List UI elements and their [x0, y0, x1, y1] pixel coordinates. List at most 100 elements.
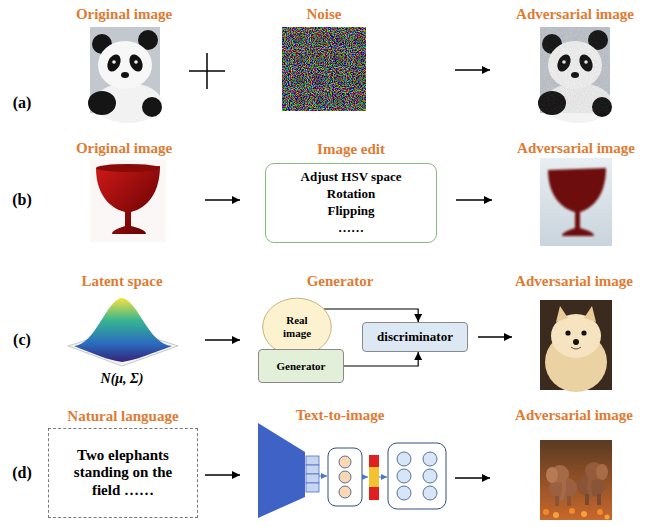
dog-photo	[565, 330, 570, 335]
adversarial-panda	[540, 27, 610, 113]
discriminator-box: discriminator	[362, 322, 468, 352]
dog-photo	[584, 306, 596, 322]
text-encoder-network	[362, 477, 368, 478]
plus-sign	[189, 53, 225, 89]
node-body: Adjust HSV spaceRotationFlipping……	[266, 164, 436, 242]
goblet-photo	[90, 160, 166, 242]
text-encoder-network	[306, 465, 319, 474]
elephants-image	[540, 440, 612, 520]
text-encoder-network	[306, 483, 319, 492]
panel-letter: (d)	[12, 464, 32, 482]
dog-photo	[573, 339, 579, 345]
adversarial-panda	[538, 27, 612, 123]
input-ellipse: Real image	[262, 297, 332, 357]
node-text: Real image	[273, 314, 321, 339]
node-text: Two elephants standing on the field ……	[62, 447, 184, 499]
node-text: discriminator	[377, 330, 453, 345]
text-encoder-network	[397, 486, 411, 500]
column-heading: Adversarial image	[515, 407, 633, 424]
text-encoder-network	[369, 477, 379, 487]
text-encoder-network	[369, 455, 379, 467]
dog-photo	[581, 330, 586, 335]
column-heading: Adversarial image	[516, 6, 634, 23]
elephants-image	[597, 494, 601, 505]
text-encoder-network	[379, 477, 387, 478]
text-encoder-network	[328, 448, 362, 506]
elephants-image	[546, 467, 558, 483]
connector-arrow	[344, 352, 418, 366]
text-encoder-network	[423, 469, 437, 483]
prompt-box: Two elephants standing on the field ……Na…	[48, 428, 198, 518]
node-body: discriminator	[363, 323, 467, 351]
goblet-photo	[90, 160, 166, 242]
distribution-label: N(μ, Σ)	[101, 371, 144, 387]
text-encoder-network	[306, 456, 319, 465]
column-heading: Adversarial image	[517, 140, 635, 157]
gaussian-surface	[68, 298, 178, 366]
node-text: ……	[338, 220, 364, 237]
elephants-image	[561, 478, 564, 500]
flow-arrow	[205, 199, 240, 200]
column-heading: Original image	[76, 140, 172, 157]
generator-box: Generator	[258, 349, 344, 383]
flow-arrow	[478, 336, 512, 337]
elephants-image	[581, 511, 587, 517]
node-text: Adjust HSV space	[301, 169, 402, 186]
node-text: Generator	[277, 360, 326, 373]
text-encoder-network	[306, 474, 319, 483]
node-body: Real image	[262, 297, 332, 357]
panel-letter: (a)	[13, 94, 32, 112]
flow-arrow	[205, 474, 240, 475]
adversarial-goblet	[548, 168, 606, 236]
ellipse-outline	[263, 298, 332, 356]
text-encoder-network	[397, 469, 411, 483]
goblet-photo	[96, 166, 160, 234]
column-heading: Latent space	[81, 273, 162, 290]
text-encoder-network	[397, 452, 411, 466]
box-heading: Natural language	[67, 408, 178, 425]
text-encoder-network	[423, 452, 437, 466]
flow-arrow	[455, 477, 490, 478]
text-encoder-network	[423, 486, 437, 500]
plus-sign	[189, 70, 225, 72]
elephants-image	[569, 508, 575, 514]
column-heading: Generator	[307, 273, 374, 290]
noise-image	[282, 27, 366, 111]
elephants-image	[555, 496, 559, 506]
column-heading: Text-to-image	[296, 407, 385, 424]
column-heading: Adversarial image	[515, 273, 633, 290]
noise-image	[282, 27, 366, 111]
connector-arrow	[324, 309, 418, 322]
text-encoder-network	[339, 456, 351, 468]
elephants-image	[540, 440, 612, 520]
flow-arrow	[455, 70, 490, 71]
text-encoder-network	[258, 423, 446, 518]
text-encoder-network	[339, 486, 351, 498]
adversarial-goblet	[540, 158, 612, 246]
node-text: Flipping	[328, 203, 375, 220]
panda-photo	[88, 27, 162, 123]
node-body: Generator	[259, 350, 343, 382]
elephants-image	[589, 475, 592, 498]
adversarial-goblet	[548, 168, 606, 236]
text-encoder-network	[258, 423, 305, 518]
text-encoder-network	[369, 487, 379, 500]
panel-letter: (b)	[12, 191, 32, 209]
text-encoder-network	[319, 476, 327, 477]
elephants-image	[596, 464, 608, 480]
elephants-image	[543, 509, 549, 515]
column-heading: Noise	[307, 6, 342, 23]
elephants-image	[585, 494, 589, 505]
column-heading: Original image	[76, 6, 172, 23]
node-body: Two elephants standing on the field ……	[49, 429, 197, 517]
goblet-photo	[96, 164, 160, 172]
dog-photo	[540, 300, 612, 392]
elephants-image	[605, 515, 610, 520]
dog-photo	[556, 306, 568, 322]
dog-photo	[571, 347, 581, 349]
panda-photo	[88, 27, 162, 123]
gaussian-surface	[74, 298, 172, 362]
process-box: Adjust HSV spaceRotationFlipping……Image …	[265, 163, 437, 243]
flow-arrow	[205, 339, 240, 340]
